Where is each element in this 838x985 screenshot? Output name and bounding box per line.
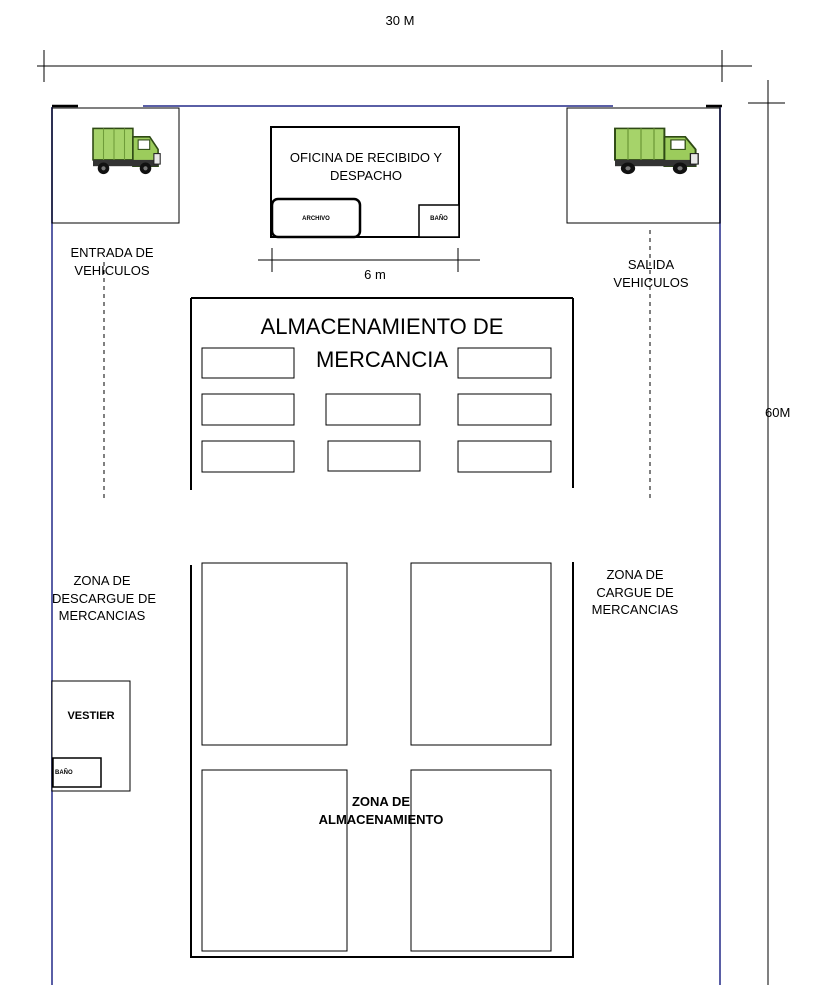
locker-room-block [51, 680, 131, 792]
locker-bathroom-label: BAÑO [55, 770, 73, 776]
height-dimension-line [748, 80, 785, 985]
locker-room-label: VESTIER [67, 710, 115, 722]
office-width-label: 6 m [364, 267, 386, 282]
shelf [457, 393, 552, 426]
entrance-label: ENTRADA DE VEHICULOS [70, 245, 154, 278]
shelf [327, 440, 421, 472]
shelf [201, 347, 295, 379]
truck-icon [92, 127, 161, 175]
storage-block [201, 769, 348, 952]
shelf [457, 440, 552, 473]
storage-block [201, 562, 348, 746]
property-perimeter [51, 104, 722, 985]
storage-building [190, 297, 574, 958]
office-block [270, 126, 460, 239]
storage-block [410, 769, 552, 952]
loading-zone-label: ZONA DE CARGUE DE MERCANCIAS [591, 567, 679, 618]
storage-zone-label: ZONA DE ALMACENAMIENTO [318, 794, 444, 827]
shelf [201, 393, 295, 426]
storage-block-grid [201, 562, 552, 952]
height-label: 60M [765, 405, 791, 420]
shelf [457, 347, 552, 379]
storage-title: ALMACENAMIENTO DE MERCANCIA [260, 314, 504, 372]
shelf [325, 393, 421, 426]
storage-block [410, 562, 552, 746]
office-archive-label: ARCHIVO [302, 216, 330, 222]
exit-truck-box [566, 107, 721, 224]
width-dimension-line [37, 50, 752, 82]
office-dimension-line [258, 248, 480, 272]
entrance-truck-box [51, 107, 180, 224]
shelf-grid [201, 347, 552, 473]
unloading-zone-label: ZONA DE DESCARGUE DE MERCANCIAS [52, 573, 157, 624]
truck-icon [614, 127, 700, 176]
office-label: OFICINA DE RECIBIDO Y DESPACHO [289, 150, 443, 183]
width-label: 30 M [385, 13, 415, 28]
office-bathroom-label: BAÑO [430, 216, 448, 222]
exit-label: SALIDA VEHICULOS [613, 257, 689, 290]
shelf [201, 440, 295, 473]
